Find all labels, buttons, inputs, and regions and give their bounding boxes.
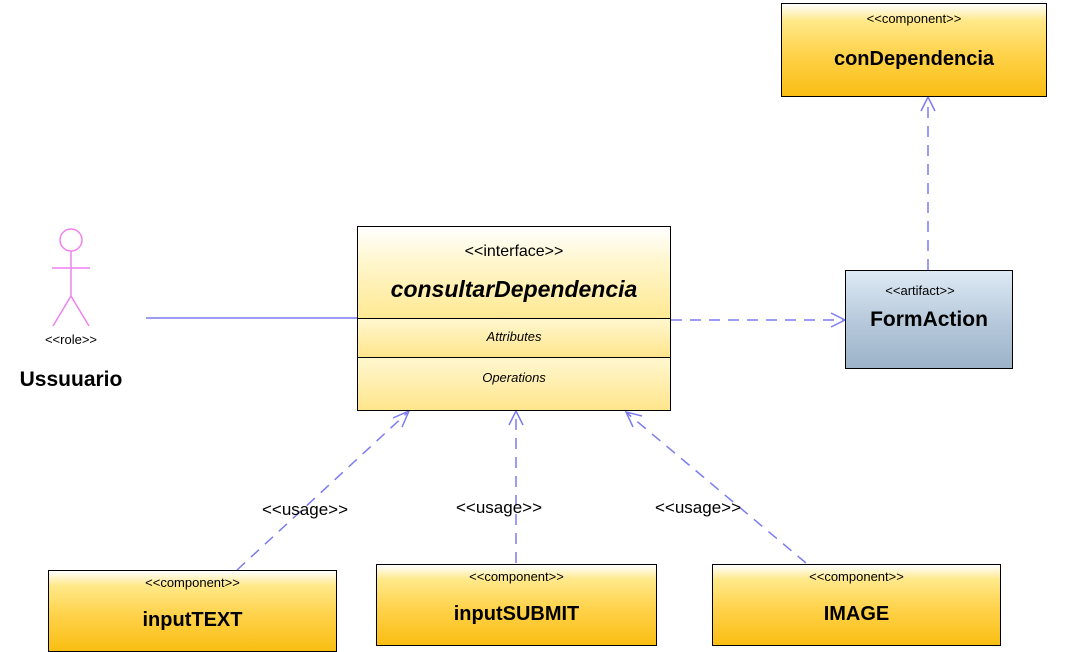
component-stereotype: <<component>> [809, 569, 904, 584]
interface-attributes-section[interactable]: Attributes [358, 319, 670, 358]
actor-name: Ussuuario [19, 368, 123, 391]
artifact-stereotype: <<artifact>> [885, 283, 955, 298]
component-stereotype: <<component>> [145, 575, 240, 590]
dependency-arrow-condependencia[interactable] [920, 95, 936, 270]
component-name: IMAGE [823, 603, 890, 625]
interface-name: consultarDependencia [390, 276, 638, 302]
component-name: inputSUBMIT [453, 603, 580, 625]
interface-header: <<interface>> consultarDependencia [358, 227, 670, 319]
component-image[interactable]: <<component>> IMAGE [712, 564, 1001, 646]
usage-label-inputsubmit: <<usage>> [456, 498, 543, 517]
interface-operations-label: Operations [482, 370, 546, 385]
component-stereotype: <<component>> [866, 11, 962, 26]
interface-attributes-label: Attributes [486, 329, 542, 344]
usage-label-image: <<usage>> [655, 498, 742, 517]
usage-arrow-inputtext[interactable] [236, 409, 411, 571]
usage-label-inputtext: <<usage>> [262, 500, 349, 519]
artifact-name: FormAction [870, 308, 988, 331]
usage-arrow-image[interactable] [624, 410, 807, 564]
interface-stereotype: <<interface>> [464, 243, 564, 260]
actor-icon[interactable] [52, 228, 90, 327]
component-stereotype: <<component>> [469, 569, 564, 584]
interface-operations-section[interactable]: Operations [358, 358, 670, 410]
component-name: conDependencia [833, 48, 995, 70]
component-inputtext[interactable]: <<component>> inputTEXT [48, 570, 337, 652]
actor-stereotype: <<role>> [44, 332, 98, 347]
interface-box[interactable]: <<interface>> consultarDependencia Attri… [357, 226, 671, 411]
component-condependencia[interactable]: <<component>> conDependencia [781, 3, 1047, 97]
artifact-formaction[interactable]: <<artifact>> FormAction [845, 270, 1013, 369]
usage-arrow-inputsubmit[interactable] [508, 409, 524, 563]
component-inputsubmit[interactable]: <<component>> inputSUBMIT [376, 564, 657, 646]
dependency-arrow-formaction[interactable] [671, 312, 847, 328]
component-name: inputTEXT [142, 609, 243, 631]
